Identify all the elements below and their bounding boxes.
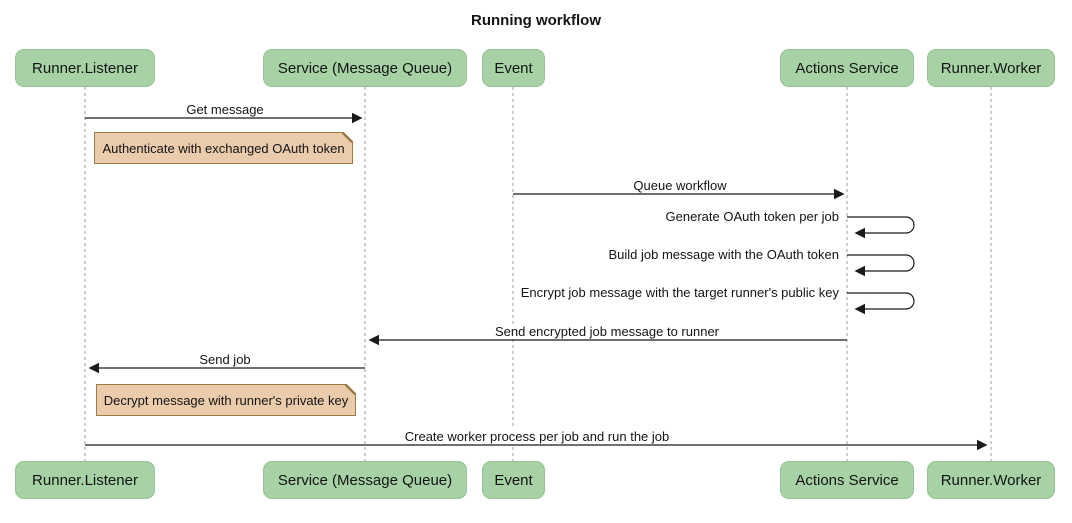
actor-top-runner-listener: Runner.Listener [15, 49, 155, 87]
actor-bottom-actions-service: Actions Service [780, 461, 914, 499]
actor-top-event: Event [482, 49, 545, 87]
note-text: Decrypt message with runner's private ke… [103, 392, 349, 408]
message-label-queue-workflow: Queue workflow [630, 178, 730, 193]
actor-label: Actions Service [795, 59, 899, 77]
actor-bottom-runner-listener: Runner.Listener [15, 461, 155, 499]
actor-label: Actions Service [795, 471, 899, 489]
message-label-generate-oauth-token: Generate OAuth token per job [662, 209, 842, 224]
note-fold-corner [342, 132, 353, 143]
actor-label: Runner.Listener [32, 59, 138, 77]
actor-bottom-event: Event [482, 461, 545, 499]
actor-label: Service (Message Queue) [277, 59, 453, 77]
note-text: Authenticate with exchanged OAuth token [102, 140, 345, 156]
actor-top-actions-service: Actions Service [780, 49, 914, 87]
message-label-get-message: Get message [183, 102, 267, 117]
message-label-build-job-message: Build job message with the OAuth token [605, 247, 842, 262]
actor-label: Runner.Listener [32, 471, 138, 489]
message-label-encrypt-job-message: Encrypt job message with the target runn… [517, 285, 842, 300]
self-loop-encrypt-job-message [847, 292, 915, 315]
diagram-title: Running workflow [471, 12, 601, 29]
actor-bottom-service-message-queue: Service (Message Queue) [263, 461, 467, 499]
message-label-send-job: Send job [196, 352, 254, 367]
message-label-send-encrypted-job-message: Send encrypted job message to runner [491, 324, 723, 339]
actor-top-service-message-queue: Service (Message Queue) [263, 49, 467, 87]
note-authenticate-oauth: Authenticate with exchanged OAuth token [94, 132, 353, 164]
note-fold-corner [345, 384, 356, 395]
actor-top-runner-worker: Runner.Worker [927, 49, 1055, 87]
actor-label: Runner.Worker [940, 59, 1042, 77]
actor-label: Service (Message Queue) [277, 471, 453, 489]
actor-label: Event [494, 59, 533, 77]
actor-label: Event [494, 471, 533, 489]
actor-bottom-runner-worker: Runner.Worker [927, 461, 1055, 499]
message-label-create-worker-process: Create worker process per job and run th… [401, 429, 673, 444]
actor-label: Runner.Worker [940, 471, 1042, 489]
self-loop-generate-oauth-token [847, 216, 915, 239]
note-decrypt-message: Decrypt message with runner's private ke… [96, 384, 356, 416]
self-loop-build-job-message [847, 254, 915, 277]
